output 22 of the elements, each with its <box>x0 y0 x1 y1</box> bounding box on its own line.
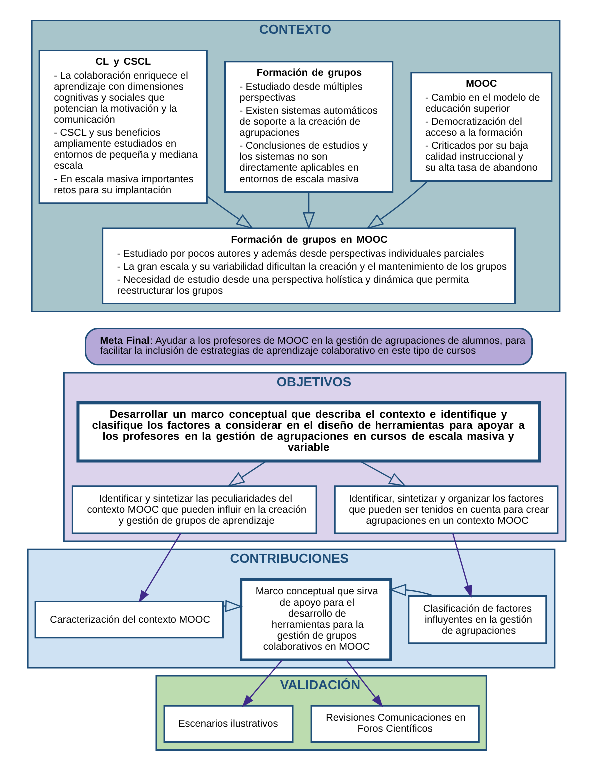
node-box: MOOC - Cambio en el modelo de educación superior - Democratización del acceso a la formación - Criticados por su baja calidad instruccional y su alta tasa de abandono <box>410 72 552 182</box>
node-box: Desarrollar un marco conceptual que describa el contexto e identifique y clasifique los factores a considerar en el diseño de herramientas para apoyar a los profesores en la gestión de agrupaciones en cursos de escala masiva y variable <box>76 402 541 463</box>
node-box: Clasificación de factores influyentes en la gestión de agrupaciones <box>408 596 547 644</box>
node-box: CL y CSCL - La colaboración enriquece el aprendizaje con dimensiones cognitivas y sociales que potencian la motivación y la comunicación - CSCL y sus beneficios ampliamente estudiados en entornos de pequeña y mediana escala - En escala masiva importantes retos para su implantación <box>38 50 208 204</box>
arrow <box>222 600 243 612</box>
arrow <box>452 533 472 598</box>
arrow <box>302 192 315 230</box>
node-box: Identificar y sintetizar las peculiaridades del contexto MOOC que pueden influir en la creación y gestión de grupos de aprendizaje <box>71 486 317 534</box>
node-box: Meta Final: Ayudar a los profesores de MOOC en la gestión de agrupaciones de alumnos, para facilitar la inclusión de estrategias de aprendizaje colaborativo en este tipo de cursos <box>84 328 533 366</box>
node-box: Identificar, sintetizar y organizar los factores que pueden ser tenidos en cuenta para crear agrupaciones en un contexto MOOC <box>334 486 558 534</box>
arrow <box>366 181 428 230</box>
arrow <box>227 460 266 488</box>
arrow <box>206 196 254 230</box>
node-box: Caracterización del contexto MOOC <box>34 601 224 639</box>
arrow <box>388 584 434 597</box>
node-box: Marco conceptual que sirva de apoyo para el desarrollo de herramientas para la gestión de grupos colaborativos en MOOC <box>240 578 392 662</box>
node-box: Formación de grupos - Estudiado desde múltiples perspectivas - Existen sistemas automáticos de soporte a la creación de agrupaciones - Conclusiones de estudios y los sistemas no son directamente aplicables en entornos de escala masiva <box>224 61 394 194</box>
arrow <box>359 460 406 488</box>
node-box: Revisiones Comunicaciones en Foros Científicos <box>310 705 480 744</box>
arrow <box>138 533 181 604</box>
node-box: Escenarios ilustrativos <box>163 705 294 744</box>
node-box: Formación de grupos en MOOC - Estudiado por pocos autores y además desde perspectivas individuales parciales - La gran escala y su variabilidad dificultan la creación y el mantenimiento de los grupos - Necesidad de estudio desde una perspectiva holística y dinámica que permita reestructurar los grupos <box>102 228 516 304</box>
